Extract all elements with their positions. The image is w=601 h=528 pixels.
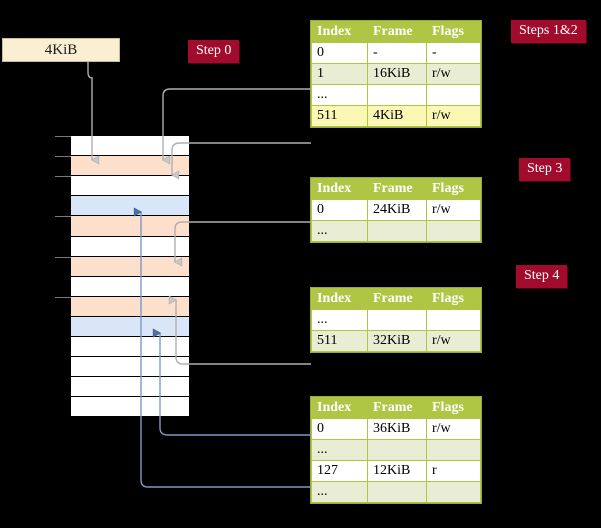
table-row: 0-- xyxy=(311,42,481,64)
memory-row-tick xyxy=(55,296,71,298)
cell-index: ... xyxy=(311,481,368,503)
cell-flags: r/w xyxy=(426,418,481,440)
cell-index: 0 xyxy=(311,418,368,440)
memory-row-6 xyxy=(55,255,190,277)
cell-flags: r/w xyxy=(426,330,481,352)
cell-flags: r/w xyxy=(426,199,481,221)
memory-row-tick xyxy=(55,216,71,218)
cell-flags: r/w xyxy=(426,63,481,85)
memory-row-13 xyxy=(70,396,190,418)
column-header-index: Index xyxy=(311,21,368,43)
cell-flags: - xyxy=(426,42,481,64)
cell-frame: - xyxy=(367,42,427,64)
column-header-frame: Frame xyxy=(367,178,427,200)
physical-memory-column xyxy=(55,135,190,418)
badge-step-3: Step 3 xyxy=(519,158,571,181)
badge-step-4: Step 4 xyxy=(516,265,568,288)
memory-row-7 xyxy=(70,275,190,297)
cell-flags xyxy=(426,439,481,461)
cell-flags: r xyxy=(426,460,481,482)
cell-index: ... xyxy=(311,220,368,242)
cell-index: 0 xyxy=(311,199,368,221)
memory-row-10 xyxy=(70,336,190,358)
badge-step-0: Step 0 xyxy=(188,40,240,63)
cell-flags: r/w xyxy=(426,105,481,127)
memory-row-1 xyxy=(55,155,190,177)
memory-row-4 xyxy=(55,215,190,237)
column-header-flags: Flags xyxy=(426,397,481,419)
memory-row-2 xyxy=(55,175,190,197)
badge-label: Step 3 xyxy=(519,158,571,181)
table-row: ... xyxy=(311,220,481,242)
column-header-frame: Frame xyxy=(367,21,427,43)
cell-frame: 12KiB xyxy=(367,460,427,482)
column-header-frame: Frame xyxy=(367,288,427,310)
memory-row-5 xyxy=(70,235,190,257)
column-header-flags: Flags xyxy=(426,288,481,310)
column-header-index: Index xyxy=(311,397,368,419)
memory-row-tick xyxy=(55,176,71,178)
cell-flags xyxy=(426,84,481,106)
table-row: ... xyxy=(311,439,481,461)
cell-frame: 4KiB xyxy=(367,105,427,127)
memory-row-tick xyxy=(55,156,71,158)
memory-row-11 xyxy=(70,356,190,378)
cell-frame: 36KiB xyxy=(367,418,427,440)
column-header-index: Index xyxy=(311,178,368,200)
table-row: ... xyxy=(311,84,481,106)
cell-frame xyxy=(367,84,427,106)
memory-row-0 xyxy=(55,135,190,157)
cell-frame: 24KiB xyxy=(367,199,427,221)
memory-row-8 xyxy=(55,295,190,317)
cell-index: 511 xyxy=(311,105,368,127)
cell-frame: 16KiB xyxy=(367,63,427,85)
column-header-frame: Frame xyxy=(367,397,427,419)
cell-index: 0 xyxy=(311,42,368,64)
cell-index: ... xyxy=(311,439,368,461)
memory-row-tick xyxy=(55,136,71,137)
badge-label: Steps 1&2 xyxy=(511,20,586,43)
cell-frame xyxy=(367,220,427,242)
badge-label: Step 0 xyxy=(188,40,240,63)
memory-row-9 xyxy=(70,315,190,337)
column-header-flags: Flags xyxy=(426,178,481,200)
cell-frame xyxy=(367,439,427,461)
memory-row-tick xyxy=(55,256,71,258)
cell-index: 511 xyxy=(311,330,368,352)
cell-index: 127 xyxy=(311,460,368,482)
cell-flags xyxy=(426,220,481,242)
memory-row-3 xyxy=(70,195,190,217)
cell-index: ... xyxy=(311,84,368,106)
cell-index: ... xyxy=(311,309,368,331)
source-frame-label: 4KiB xyxy=(44,41,78,58)
cell-frame: 32KiB xyxy=(367,330,427,352)
badge-label: Step 4 xyxy=(516,265,568,288)
cell-index: 1 xyxy=(311,63,368,85)
cell-frame xyxy=(367,309,427,331)
cell-flags xyxy=(426,481,481,503)
table-row: ... xyxy=(311,309,481,331)
column-header-index: Index xyxy=(311,288,368,310)
cell-flags xyxy=(426,309,481,331)
memory-row-12 xyxy=(70,376,190,398)
source-frame-box: 4KiB xyxy=(2,38,120,62)
table-row: ... xyxy=(311,481,481,503)
cell-frame xyxy=(367,481,427,503)
badge-steps-1and2: Steps 1&2 xyxy=(511,20,586,43)
column-header-flags: Flags xyxy=(426,21,481,43)
